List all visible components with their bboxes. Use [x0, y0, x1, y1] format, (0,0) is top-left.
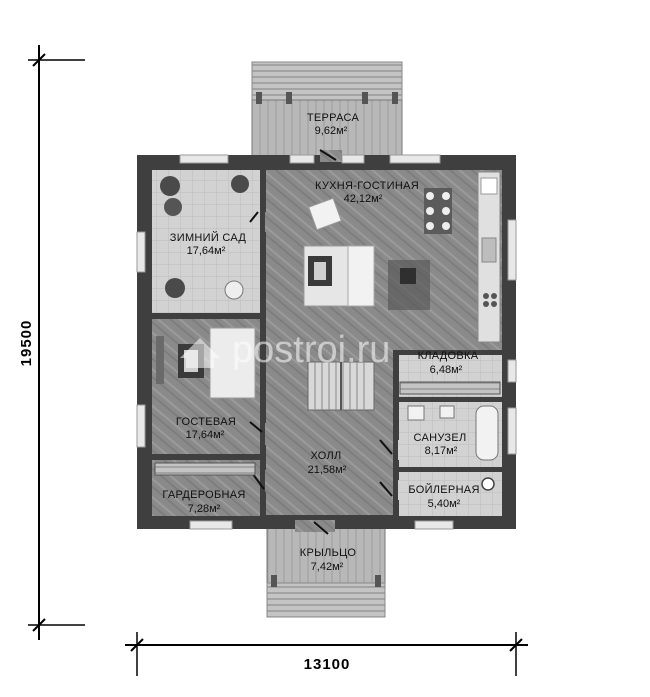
porch [266, 524, 386, 618]
room-name-bath: САНУЗЕЛ [413, 432, 466, 444]
room-area-porch: 7,42м² [311, 561, 344, 573]
height-dimension [28, 45, 85, 640]
width-dimension [125, 632, 528, 676]
room-area-pantry: 6,48м² [430, 364, 463, 376]
garden-furniture [160, 175, 249, 300]
inner-walls [152, 170, 502, 516]
room-name-terrace: ТЕРРАСА [307, 112, 360, 124]
room-name-porch: КРЫЛЬЦО [300, 547, 357, 559]
watermark: postroi.ru [180, 329, 390, 371]
room-labels: ТЕРРАСА 9,62м² КУХНЯ-ГОСТИНАЯ 42,12м² ЗИ… [162, 112, 479, 573]
bath-fixtures [407, 405, 499, 491]
room-area-bath: 8,17м² [425, 445, 458, 457]
pantry-shelf [399, 381, 501, 395]
room-name-hall: ХОЛЛ [310, 450, 341, 462]
room-name-guest: ГОСТЕВАЯ [176, 416, 236, 428]
room-name-boiler: БОЙЛЕРНАЯ [408, 483, 479, 496]
room-area-terrace: 9,62м² [315, 125, 348, 137]
doors [249, 149, 393, 535]
windows [136, 154, 517, 530]
room-area-garden: 17,64м² [187, 245, 226, 257]
room-area-boiler: 5,40м² [428, 498, 461, 510]
room-area-kitchen: 42,12м² [344, 193, 383, 205]
wardrobe-rack [154, 462, 256, 476]
room-name-garden: ЗИМНИЙ САД [170, 231, 247, 244]
room-name-pantry: КЛАДОВКА [418, 350, 479, 362]
room-area-guest: 17,64м² [186, 429, 225, 441]
stairs [307, 361, 375, 411]
width-dimension-label: 13100 [304, 656, 351, 673]
height-dimension-label: 19500 [18, 320, 35, 367]
room-area-wardrobe: 7,28м² [188, 503, 221, 515]
room-name-wardrobe: ГАРДЕРОБНАЯ [162, 489, 245, 501]
watermark-text: postroi.ru [232, 329, 390, 371]
room-area-hall: 21,58м² [308, 464, 347, 476]
terrace [251, 61, 403, 157]
kitchen-floor [265, 170, 502, 353]
kitchen-furniture [303, 171, 501, 343]
room-name-kitchen: КУХНЯ-ГОСТИНАЯ [315, 180, 419, 192]
